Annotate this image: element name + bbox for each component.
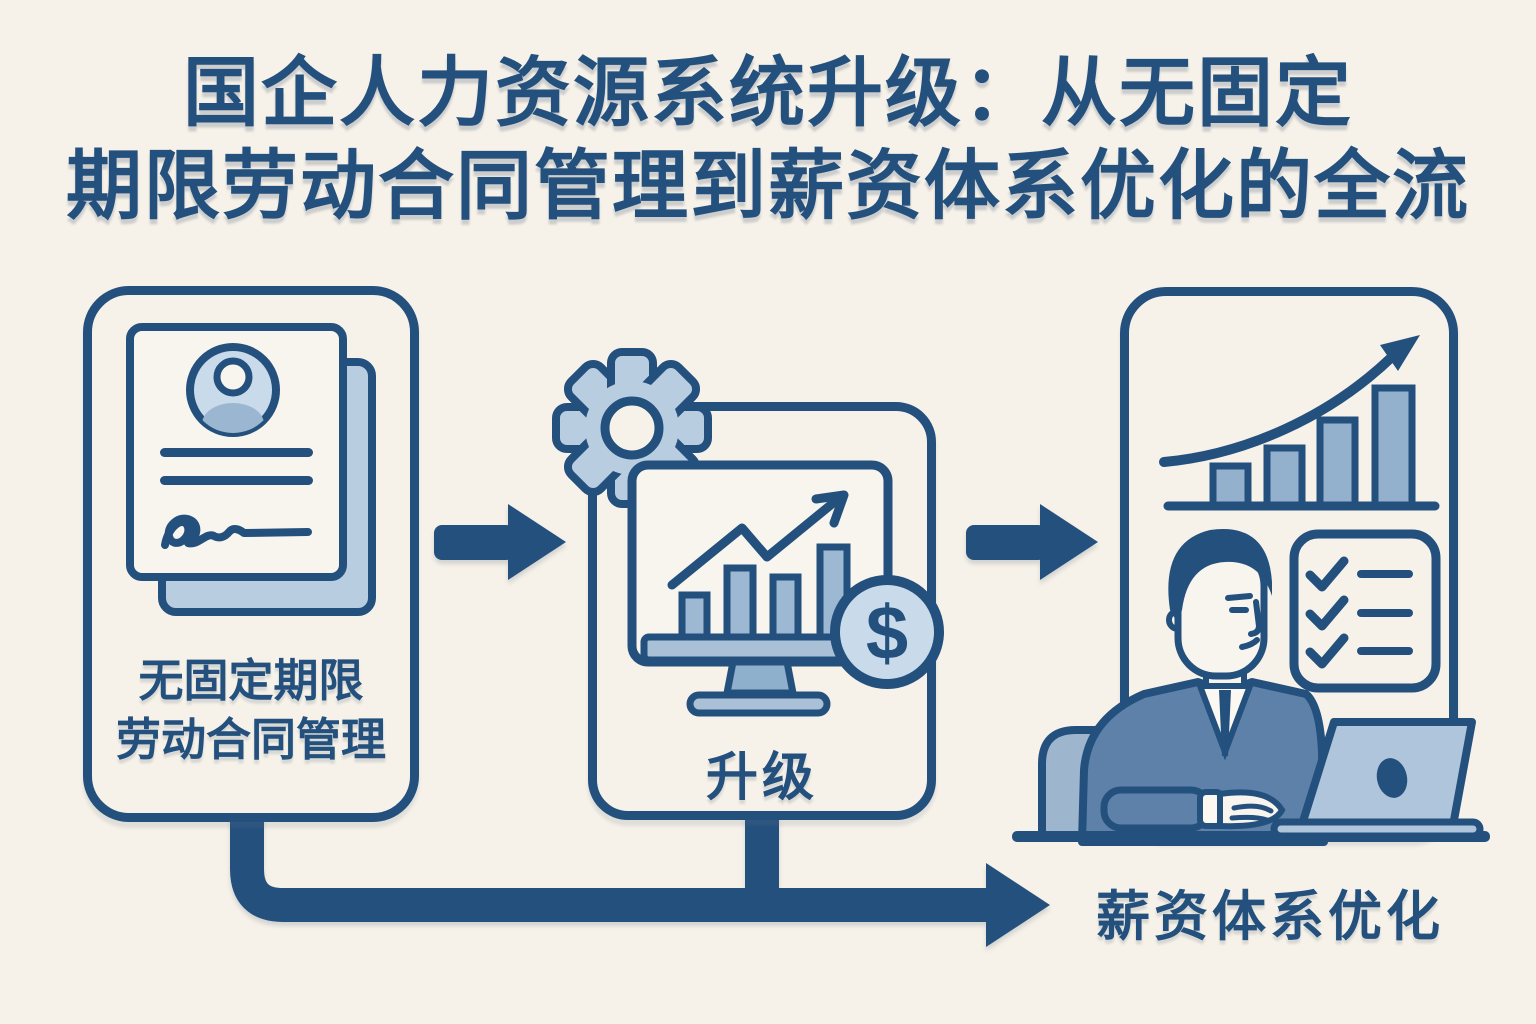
gear-hole <box>600 396 664 460</box>
bar-chart <box>1209 384 1416 510</box>
contract-document-icon <box>126 323 376 616</box>
right-arrow-icon <box>434 504 566 580</box>
step3-label: 薪资体系优化 <box>1096 887 1444 947</box>
hair <box>1168 529 1272 624</box>
curve-arrowhead <box>1380 335 1420 371</box>
page-title-line-1: 国企人力资源系统升级：从无固定 <box>183 51 1353 136</box>
checklist-icon <box>1289 529 1441 693</box>
checkmarks <box>1305 556 1349 669</box>
tie <box>1219 690 1231 756</box>
trend-line <box>667 494 843 590</box>
monitor-stand <box>722 658 798 697</box>
dollar-symbol: $ <box>866 591 908 676</box>
person-laptop-icon <box>1012 529 1490 846</box>
right-arrow-icon <box>966 504 1098 580</box>
gear-icon <box>552 348 712 508</box>
page-title: 国企人力资源系统升级：从无固定 期限劳动合同管理到薪资体系优化的全流 <box>0 48 1536 233</box>
step1-label-line-2: 劳动合同管理 <box>115 713 386 765</box>
laptop-base <box>1270 818 1484 840</box>
step1-label-line-1: 无固定期限 <box>138 655 364 706</box>
growth-curve <box>1159 344 1405 467</box>
text-line <box>160 448 313 457</box>
laptop-logo <box>1376 758 1408 798</box>
step1-label: 无固定期限 劳动合同管理 <box>83 652 419 769</box>
fingers <box>1229 803 1274 823</box>
monitor-base <box>686 691 831 717</box>
signature-scribble <box>161 514 312 549</box>
forearm <box>1100 786 1212 832</box>
avatar-head <box>213 357 253 397</box>
page-title-line-2: 期限劳动合同管理到薪资体系优化的全流 <box>66 143 1470 229</box>
elbow-flow-arrow-icon <box>230 815 1050 947</box>
avatar-shoulders <box>202 403 264 433</box>
trend-arrowhead <box>811 490 849 528</box>
step2-label: 升级 <box>705 749 818 807</box>
growth-bars-icon <box>1159 335 1440 511</box>
text-line <box>160 476 313 485</box>
arrowhead <box>986 863 1050 947</box>
checklist-lines <box>1357 570 1413 655</box>
face-features <box>1225 593 1263 650</box>
dollar-coin-icon: $ <box>830 575 944 689</box>
monitor-growth-chart-icon <box>627 460 893 717</box>
